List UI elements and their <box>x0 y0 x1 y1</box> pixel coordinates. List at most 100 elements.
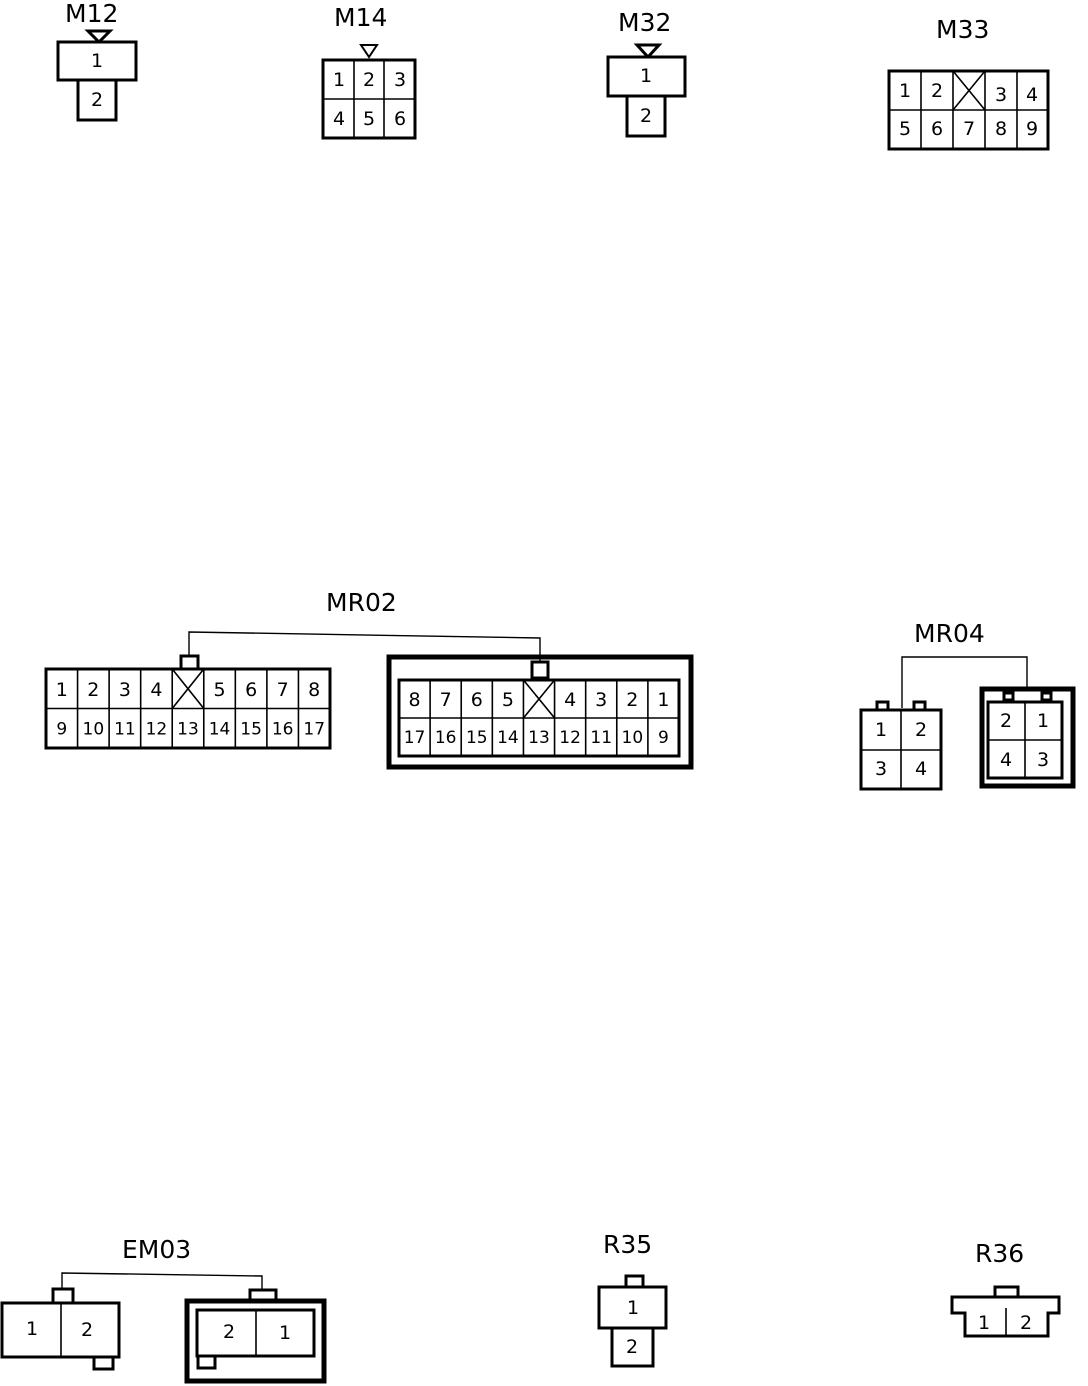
connector-housing <box>184 1298 327 1384</box>
connector-housing <box>610 1326 655 1368</box>
pin-label: 16 <box>272 719 294 739</box>
pin-label: 8 <box>409 689 421 711</box>
connector-label-em03: EM03 <box>122 1235 191 1264</box>
pin-label: 4 <box>150 679 162 701</box>
pin-label: 4 <box>1000 749 1012 771</box>
pin-label: 14 <box>209 719 231 739</box>
connector-link-line <box>61 1272 263 1290</box>
pin-label: 2 <box>915 719 927 741</box>
pin-label: 1 <box>640 65 652 87</box>
connector-m12: M12 1 2 <box>56 0 138 122</box>
connector-label-m32: M32 <box>618 8 671 37</box>
pin-label: 2 <box>91 89 103 111</box>
pin-label: 2 <box>223 1321 235 1343</box>
pin-label: 2 <box>931 80 943 102</box>
connector-link-line <box>188 631 541 662</box>
pin-label: 2 <box>626 1336 638 1358</box>
connector-r35: R35 1 2 <box>597 1230 668 1368</box>
pin-label: 3 <box>394 69 406 91</box>
connector-m33: M33 1 2 3 4 5 6 7 8 9 <box>887 15 1050 151</box>
connector-label-mr02: MR02 <box>326 588 397 617</box>
pin-label: 4 <box>1026 84 1038 106</box>
pin-label: 17 <box>303 719 325 739</box>
pin-label: 13 <box>528 728 550 748</box>
connector-m14: M14 1 2 3 4 5 6 <box>321 3 417 140</box>
pin-label: 1 <box>978 1312 990 1334</box>
connector-label-m14: M14 <box>334 3 387 32</box>
pin-label: 5 <box>214 679 226 701</box>
pin-label: 4 <box>564 689 576 711</box>
pin-label: 4 <box>915 758 927 780</box>
pin-label: 1 <box>627 1297 639 1319</box>
pin-label: 6 <box>394 108 406 130</box>
lock-tab-icon <box>51 1287 75 1305</box>
pin-label: 1 <box>899 80 911 102</box>
pin-label: 1 <box>91 50 103 72</box>
connector-housing <box>386 654 694 770</box>
pin-label: 1 <box>657 689 669 711</box>
connector-housing <box>92 1355 115 1371</box>
lock-tab-icon <box>1040 691 1053 702</box>
pin-label: 2 <box>1020 1312 1032 1334</box>
pin-label: 3 <box>1037 749 1049 771</box>
pin-label: 5 <box>899 118 911 140</box>
pin-label: 10 <box>83 719 105 739</box>
pin-label: 2 <box>81 1319 93 1341</box>
pin-label: 10 <box>622 728 644 748</box>
pin-label: 7 <box>440 689 452 711</box>
connector-label-m33: M33 <box>936 15 989 44</box>
pin-label: 15 <box>466 728 488 748</box>
pin-label: 12 <box>146 719 168 739</box>
lock-tab-icon <box>1002 691 1015 702</box>
connector-label-m12: M12 <box>65 0 118 28</box>
pin-label: 9 <box>56 719 67 739</box>
pin-label: 6 <box>471 689 483 711</box>
connector-label-r36: R36 <box>975 1239 1024 1268</box>
connector-housing <box>76 78 118 122</box>
blank-cavity-icon <box>952 70 986 111</box>
pin-label: 13 <box>177 719 199 739</box>
pin-label: 5 <box>502 689 514 711</box>
pin-label: 1 <box>875 719 887 741</box>
connector-mr04: MR04 1 2 3 4 2 1 4 3 <box>859 619 1076 791</box>
pin-label: 1 <box>333 69 345 91</box>
connector-housing <box>625 94 667 138</box>
pin-label: 7 <box>277 679 289 701</box>
pin-label: 3 <box>595 689 607 711</box>
pin-label: 8 <box>995 118 1007 140</box>
pin-label: 12 <box>559 728 581 748</box>
lock-tab-icon <box>179 654 200 671</box>
lock-tab-icon <box>530 660 550 680</box>
lock-tab-icon <box>359 44 379 59</box>
connector-label-r35: R35 <box>603 1230 652 1259</box>
pin-label: 11 <box>590 728 612 748</box>
pin-label: 15 <box>240 719 262 739</box>
pin-label: 2 <box>640 105 652 127</box>
pin-label: 11 <box>114 719 136 739</box>
pin-label: 1 <box>26 1318 38 1340</box>
lock-tab-icon <box>624 1274 645 1289</box>
connector-link-line <box>901 656 1028 708</box>
connector-em03: EM03 1 2 2 1 <box>0 1235 327 1384</box>
pin-label: 2 <box>363 69 375 91</box>
connector-label-mr04: MR04 <box>914 619 985 648</box>
pin-label: 3 <box>875 758 887 780</box>
blank-cavity-icon <box>171 668 205 709</box>
connector-housing <box>979 686 1076 789</box>
pin-label: 1 <box>1037 710 1049 732</box>
pin-label: 7 <box>963 118 975 140</box>
lock-tab-icon <box>633 43 663 60</box>
pin-label: 6 <box>245 679 257 701</box>
pin-label: 9 <box>658 728 669 748</box>
pin-label: 1 <box>56 679 68 701</box>
blank-cavity-icon <box>522 679 556 719</box>
pin-label: 3 <box>995 84 1007 106</box>
pin-label: 16 <box>435 728 457 748</box>
pin-label: 3 <box>119 679 131 701</box>
connector-housing <box>196 1354 217 1370</box>
pin-label: 17 <box>404 728 426 748</box>
pin-label: 4 <box>333 108 345 130</box>
pin-label: 1 <box>279 1322 291 1344</box>
pin-label: 6 <box>931 118 943 140</box>
